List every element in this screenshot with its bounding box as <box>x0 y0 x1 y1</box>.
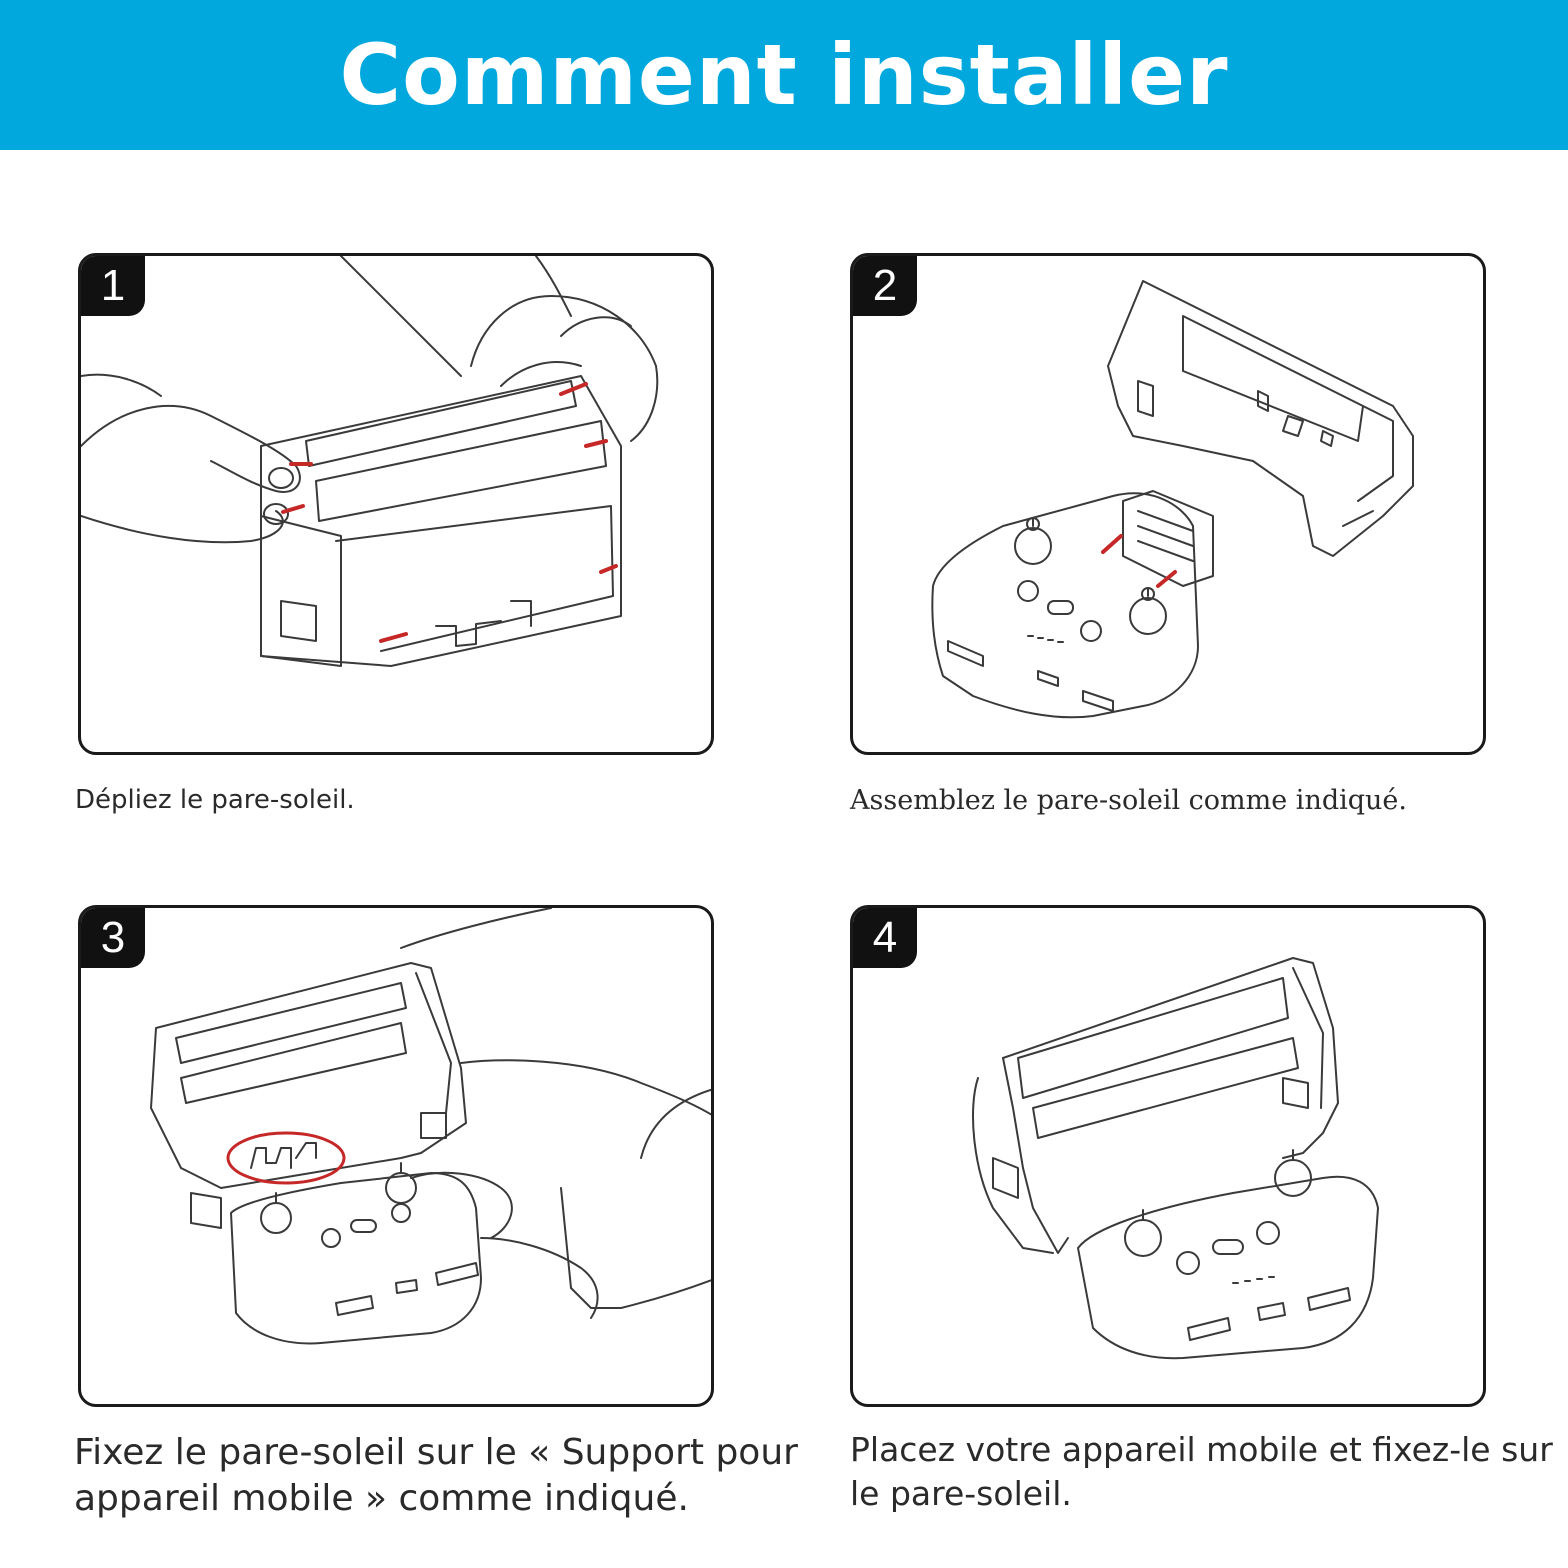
step-number-badge: 4 <box>853 908 917 968</box>
assemble-sunhood-illustration <box>931 280 1414 719</box>
step-4-caption: Placez votre appareil mobile et fixez-le… <box>850 1430 1553 1513</box>
highlight-circle <box>226 1131 346 1185</box>
page-title: Comment installer <box>339 26 1229 124</box>
step-2-panel: 2 <box>850 253 1486 755</box>
unfold-arrows <box>281 382 618 643</box>
assemble-arrows <box>1101 534 1177 588</box>
step-3-caption: Fixez le pare-soleil sur le « Support po… <box>74 1432 798 1519</box>
attach-sunhood-illustration <box>150 908 711 1345</box>
step-number-badge: 1 <box>81 256 145 316</box>
step-1-caption: Dépliez le pare-soleil. <box>75 785 355 815</box>
step-2-caption: Assemblez le pare-soleil comme indiqué. <box>850 785 1407 816</box>
step-3-panel: 3 <box>78 905 714 1407</box>
step-4-panel: 4 <box>850 905 1486 1407</box>
step-number-badge: 3 <box>81 908 145 968</box>
header-banner: Comment installer <box>0 0 1568 150</box>
unfold-sunhood-illustration <box>81 256 659 667</box>
mount-device-illustration <box>972 957 1379 1360</box>
step-1-panel: 1 <box>78 253 714 755</box>
step-number-badge: 2 <box>853 256 917 316</box>
